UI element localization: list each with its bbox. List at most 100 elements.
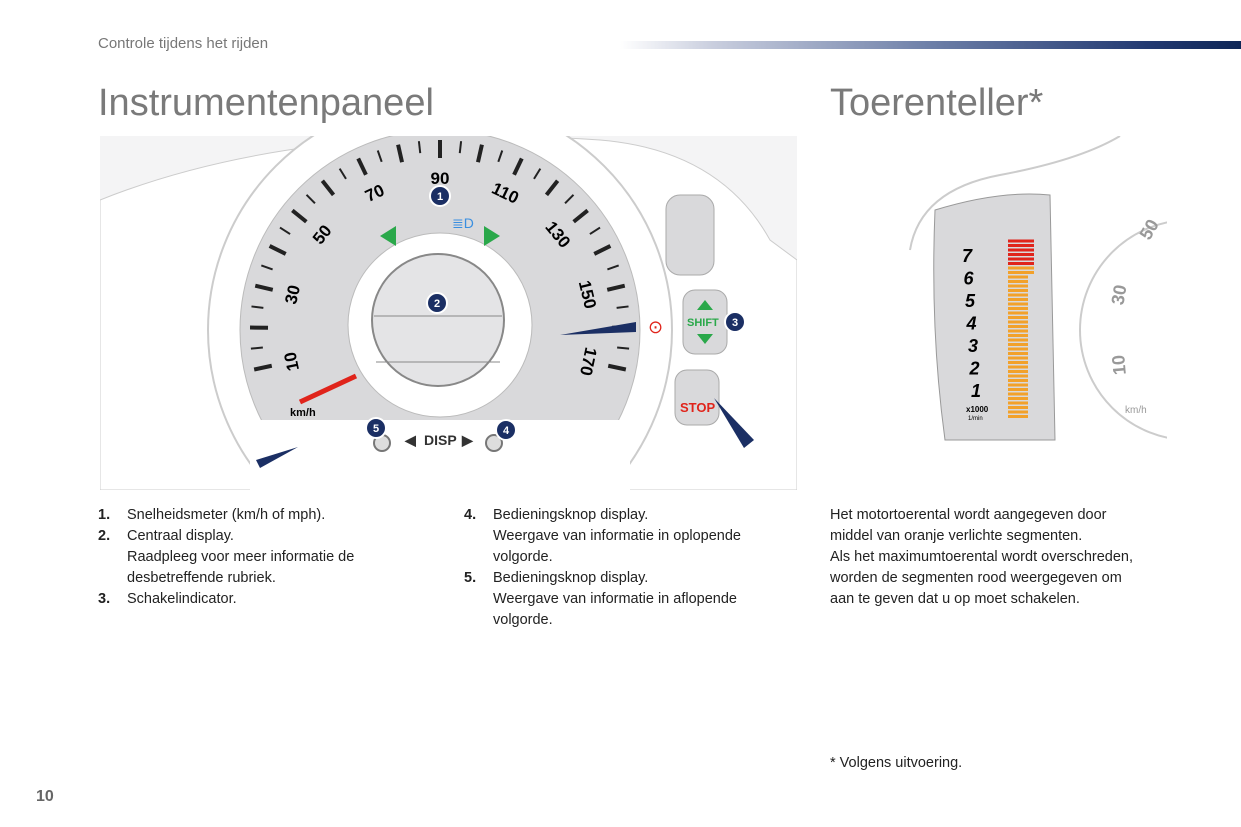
callout-1 <box>429 185 451 207</box>
speed-tick <box>476 144 484 163</box>
speed-tick <box>589 226 601 235</box>
speed-tick <box>607 363 627 372</box>
legend-item: 1. Snelheidsmeter (km/h of mph). <box>98 505 354 526</box>
legend-number: 4. <box>464 507 477 523</box>
disp-label: DISP <box>424 432 457 448</box>
speed-tick <box>564 194 575 205</box>
speed-tick <box>338 168 347 180</box>
rpm-segment <box>1008 307 1028 310</box>
legend-item: 3.Schakelindicator. <box>98 589 354 610</box>
legend-text: Snelheidsmeter (km/h of mph). <box>127 507 326 523</box>
footnote: * Volgens uitvoering. <box>830 755 963 771</box>
speed-tick <box>260 264 273 271</box>
legend-text: Centraal display. <box>127 528 234 544</box>
speed-tick <box>268 244 287 256</box>
rpm-label-1: 1 <box>971 381 981 401</box>
speed-tick <box>512 157 524 176</box>
speed-label-30: 30 <box>281 283 304 306</box>
rpm-segment <box>1008 320 1028 324</box>
callout-2 <box>426 292 448 314</box>
section-header: Controle tijdens het rijden <box>98 35 269 52</box>
speed-unit: km/h <box>290 407 316 419</box>
rpm-segment <box>1008 302 1028 306</box>
rpm-segment <box>1008 361 1028 364</box>
rpm-segment <box>1008 266 1034 270</box>
rpm-segment <box>1008 397 1028 400</box>
svg-text:◀: ◀ <box>404 432 416 448</box>
legend-text: volgorde. <box>493 612 553 628</box>
rpm-segment <box>1008 347 1028 351</box>
speed-tick <box>606 283 626 292</box>
speed-label-90: 90 <box>431 169 450 188</box>
legend-text: volgorde. <box>493 549 553 565</box>
callout-4 <box>495 419 517 441</box>
rpm-segment <box>1008 239 1034 243</box>
speed-tick <box>458 141 463 154</box>
rpm-segment <box>1008 311 1028 315</box>
shift-label: SHIFT <box>687 317 719 329</box>
speed-tick <box>533 168 542 180</box>
rpm-segment <box>1008 388 1028 391</box>
side-unit: km/h <box>1125 405 1147 416</box>
description-line: aan te geven dat u op moet schakelen. <box>830 591 1080 607</box>
rpm-segment <box>1008 415 1028 418</box>
rpm-segment <box>1008 325 1028 328</box>
rpm-segment <box>1008 271 1034 274</box>
rpm-label-5: 5 <box>965 291 976 311</box>
callout-number: 5 <box>373 423 379 435</box>
rpm-segment <box>1008 244 1034 247</box>
svg-text:▶: ▶ <box>461 432 474 448</box>
speed-tick <box>250 346 263 350</box>
speed-tick <box>396 144 404 163</box>
legend-text: desbetreffende rubriek. <box>127 570 276 586</box>
rpm-segment <box>1008 298 1028 301</box>
page-number: 10 <box>36 788 54 805</box>
speed-tick <box>544 179 560 197</box>
rpm-segment <box>1008 338 1028 342</box>
callout-number: 2 <box>434 298 440 310</box>
speed-label-10: 10 <box>281 350 304 372</box>
turn-right-icon <box>484 226 500 246</box>
legend-number: 5. <box>464 570 477 586</box>
rpm-segment <box>1008 379 1028 382</box>
rpm-segment <box>1008 392 1028 396</box>
turn-left-icon <box>380 226 396 246</box>
legend-number: 1. <box>98 507 111 523</box>
speed-tick <box>251 305 264 309</box>
legend-text: Bedieningsknop display. <box>493 570 649 586</box>
speed-tick <box>376 150 383 163</box>
speed-tick <box>305 194 316 205</box>
legend-item: 5.Bedieningsknop display.Weergave van in… <box>464 568 741 631</box>
rpm-segment <box>1008 370 1028 373</box>
speed-tick <box>320 179 336 197</box>
rpm-segment <box>1008 365 1028 369</box>
legend-list-right: 4. Bedieningsknop display. Weergave van in… <box>464 505 741 631</box>
rpm-label-7: 7 <box>962 246 973 266</box>
rpm-segment <box>1008 334 1028 337</box>
rpm-label-3: 3 <box>968 336 978 356</box>
callout-3 <box>724 311 746 333</box>
rpm-segment <box>1008 280 1028 283</box>
side-label-10: 10 <box>1108 354 1130 376</box>
speed-tick <box>417 141 422 154</box>
legend-item: 4.Bedieningsknop display.Weergave van in… <box>464 505 741 568</box>
rpm-segment <box>1008 257 1034 261</box>
stop-label: STOP <box>680 400 715 415</box>
legend-text: Weergave van informatie in oplopende <box>493 528 742 544</box>
speed-tick <box>254 283 274 292</box>
rpm-segment <box>1008 248 1034 252</box>
description-line: Als het maximumtoerental wordt overschre… <box>830 549 1134 565</box>
speed-tick <box>607 264 620 271</box>
title-instrument-panel: Instrumentenpaneel <box>98 82 434 124</box>
tachometer-description: Het motortoerental wordt aangegeven door… <box>830 505 1175 610</box>
rpm-unit: 1/min <box>968 416 983 422</box>
display-button-right <box>485 434 503 452</box>
speed-tick <box>617 346 630 350</box>
speed-tick <box>279 226 291 235</box>
rpm-segment <box>1008 329 1028 333</box>
rpm-segment <box>1008 284 1028 288</box>
legend-list-left: 1.Snelheidsmeter (km/h of mph).2.Centraa… <box>98 505 354 610</box>
rpm-label-4: 4 <box>966 314 977 334</box>
rpm-label-2: 2 <box>969 359 980 379</box>
